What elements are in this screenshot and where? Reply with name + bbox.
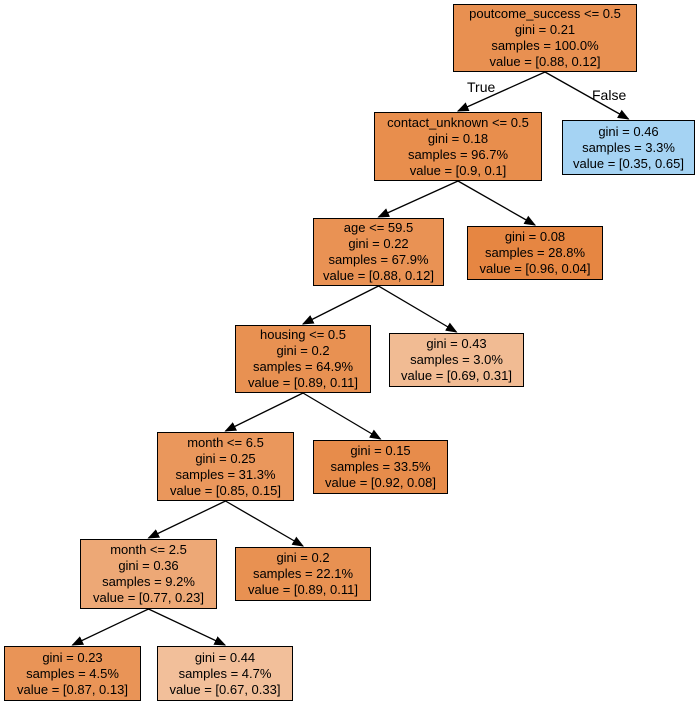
node-text-line: gini = 0.46 <box>598 123 659 139</box>
node-text-line: value = [0.9, 0.1] <box>409 162 507 178</box>
edge-label-true: True <box>467 79 496 95</box>
node-text-line: gini = 0.2 <box>276 550 330 565</box>
node-text-line: samples = 4.5% <box>26 665 119 681</box>
edge-n1-n4 <box>457 180 537 226</box>
node-text-line: samples = 22.1% <box>252 566 354 581</box>
node-text-line: month <= 6.5 <box>187 434 264 450</box>
node-text-line: samples = 100.0% <box>491 38 599 53</box>
edge-n0-n1 <box>456 71 546 112</box>
node-text-line: poutcome_success <= 0.5 <box>469 6 621 21</box>
node-text-line: value = [0.88, 0.12] <box>489 54 601 69</box>
edge-n9-n11 <box>71 608 149 646</box>
edge-n3-n5 <box>301 285 379 325</box>
edge-n7-n10 <box>225 500 305 547</box>
node-text-line: gini = 0.15 <box>350 443 411 458</box>
node-text-line: samples = 3.3% <box>582 139 675 155</box>
node-text-line: samples = 28.8% <box>484 245 586 260</box>
node-text-line: gini = 0.25 <box>195 450 256 466</box>
node-text-line: gini = 0.18 <box>427 130 489 146</box>
node-text-line: housing <= 0.5 <box>259 327 347 342</box>
node-text-line: value = [0.69, 0.31] <box>401 368 512 383</box>
node-text-line: value = [0.88, 0.12] <box>323 268 434 283</box>
edge-label-false: False <box>592 87 627 103</box>
edge-n7-n9 <box>147 500 226 539</box>
edge-n0-n2 <box>544 71 630 120</box>
node-text-line: gini = 0.2 <box>276 343 330 358</box>
node-text-line: value = [0.92, 0.08] <box>325 475 436 490</box>
node-text-line: samples = 96.7% <box>407 146 509 162</box>
node-text-line: value = [0.35, 0.65] <box>573 155 684 171</box>
edge-n5-n7 <box>224 392 304 432</box>
edge-n3-n6 <box>378 285 458 333</box>
node-text-line: month <= 2.5 <box>110 542 187 557</box>
node-text-line: gini = 0.22 <box>348 236 409 251</box>
node-text-line: value = [0.67, 0.33] <box>169 681 281 697</box>
node-text-line: samples = 64.9% <box>252 359 354 374</box>
node-text-line: contact_unknown <= 0.5 <box>387 114 529 130</box>
edge-n1-n3 <box>377 180 459 218</box>
node-text-line: samples = 31.3% <box>175 466 276 482</box>
node-text-line: samples = 4.7% <box>178 665 272 681</box>
edge-n9-n12 <box>148 608 227 646</box>
node-text-line: gini = 0.43 <box>426 336 487 351</box>
node-text-line: age <= 59.5 <box>343 220 414 235</box>
node-text-line: value = [0.77, 0.23] <box>93 590 204 605</box>
node-text-line: gini = 0.08 <box>504 229 566 244</box>
node-text-line: samples = 67.9% <box>328 252 429 267</box>
node-text-line: value = [0.87, 0.13] <box>17 681 128 697</box>
node-text-line: gini = 0.21 <box>514 22 576 37</box>
node-text-line: value = [0.89, 0.11] <box>248 375 358 390</box>
node-text-line: samples = 3.0% <box>410 352 503 367</box>
node-text-line: value = [0.89, 0.11] <box>248 582 358 597</box>
node-text-line: gini = 0.23 <box>42 649 103 665</box>
node-text-line: samples = 33.5% <box>330 459 431 474</box>
node-text-line: gini = 0.36 <box>118 558 179 573</box>
node-text-line: value = [0.96, 0.04] <box>479 261 591 276</box>
node-text-line: samples = 9.2% <box>102 574 195 589</box>
edge-n5-n8 <box>302 392 382 440</box>
node-text-line: gini = 0.44 <box>194 649 256 665</box>
node-text-line: value = [0.85, 0.15] <box>170 482 281 498</box>
